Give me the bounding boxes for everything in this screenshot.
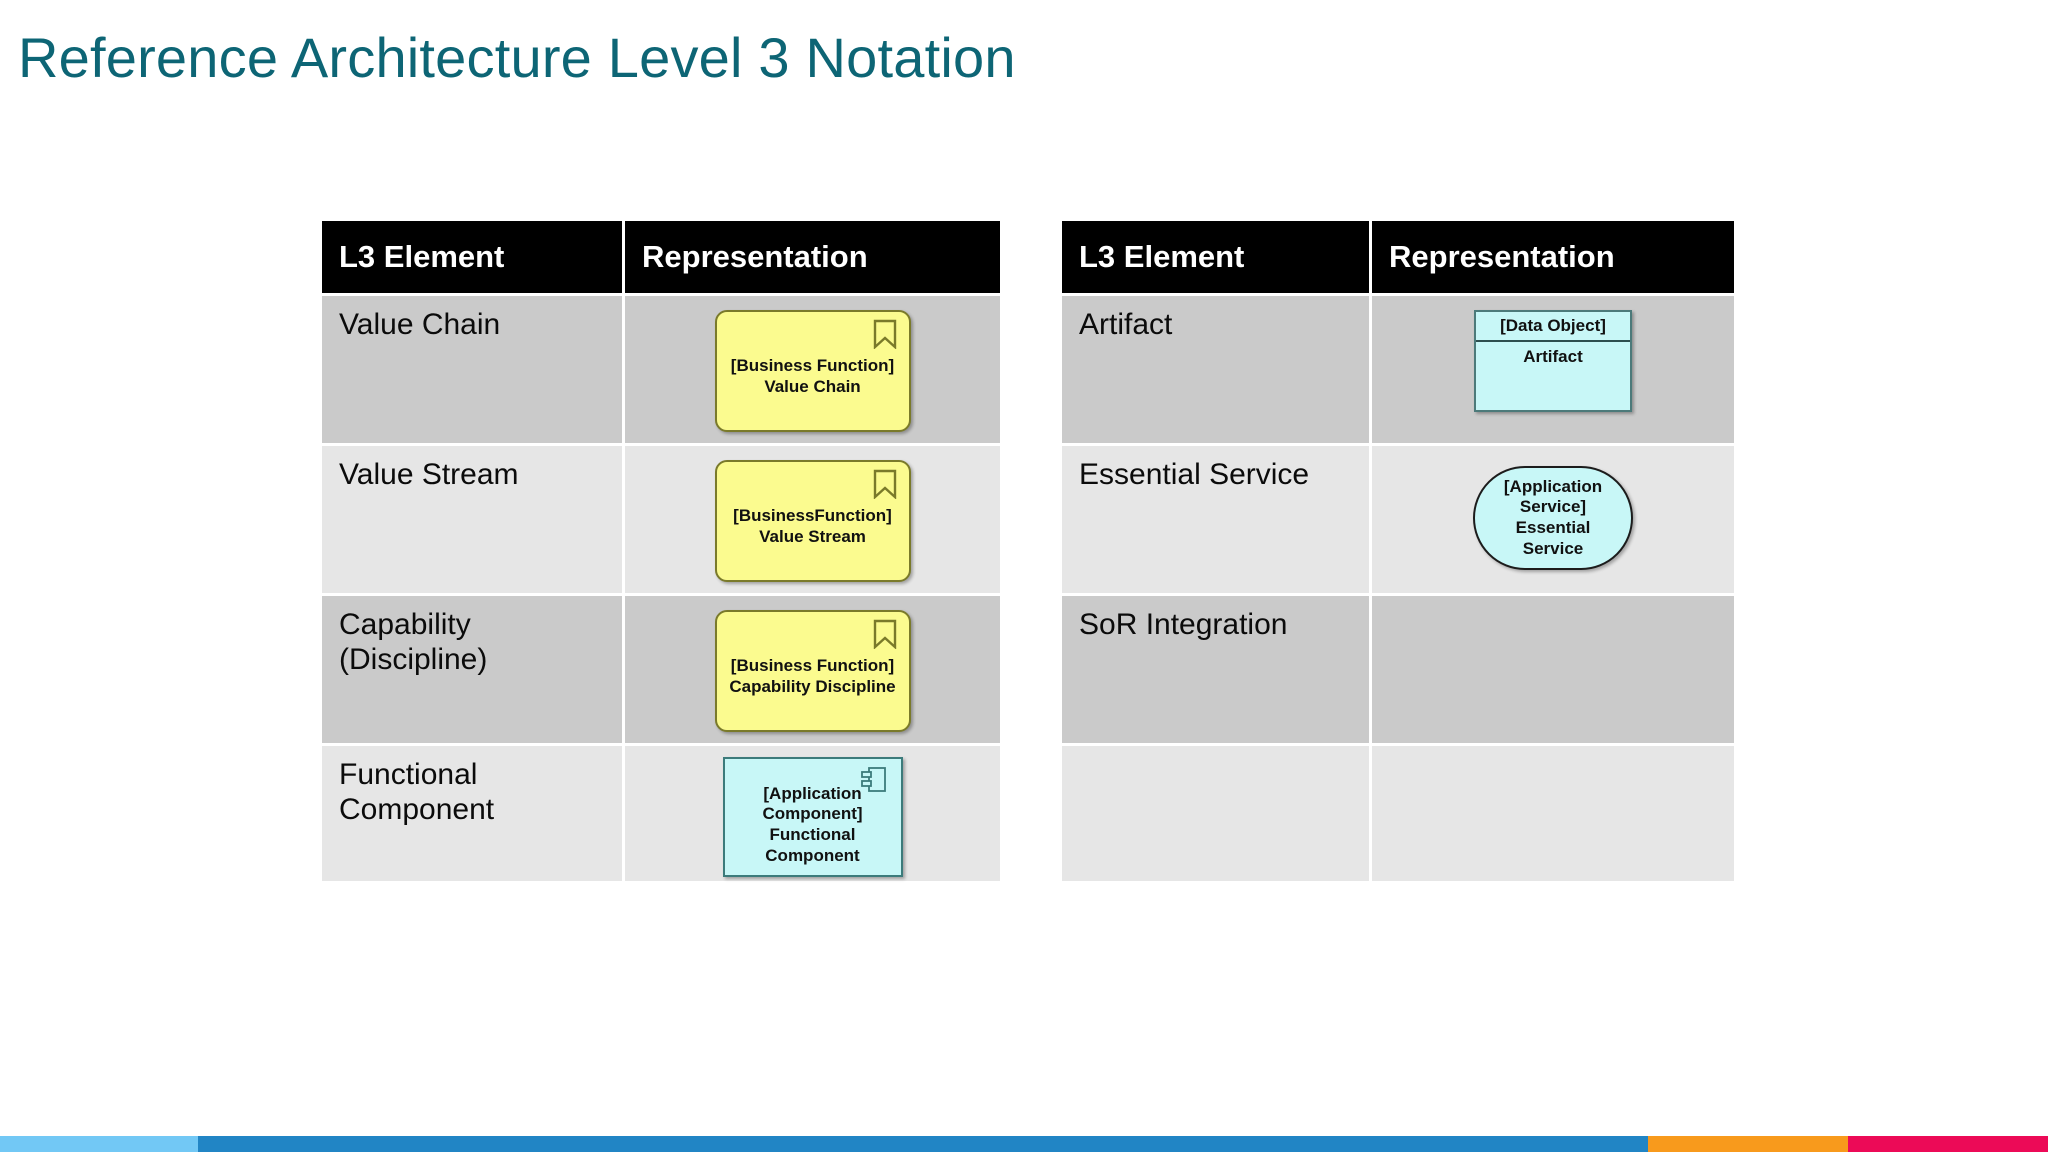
representation-wrapper: [BusinessFunction] Value Stream (625, 446, 1000, 593)
row-label-artifact: Artifact (1062, 296, 1372, 446)
shape-application-component-functional: [Application Component] Functional Compo… (722, 757, 903, 877)
table-row: SoR Integration (1062, 596, 1734, 746)
row-representation-sor-integration (1372, 596, 1734, 746)
shape-label-line-2: Service] Essential (1515, 497, 1591, 537)
table-header-row: L3 Element Representation (322, 221, 1000, 296)
shape-label-line-1: [BusinessFunction] (733, 506, 892, 526)
accent-segment-pink (1848, 1136, 2048, 1152)
table-left-header: L3 Element Representation (322, 221, 1000, 296)
shape-label-line-4: Component (765, 845, 860, 865)
page-title: Reference Architecture Level 3 Notation (18, 26, 1016, 89)
shape-label-line-2: Capability Discipline (729, 677, 896, 696)
row-representation-artifact: [Data Object] Artifact (1372, 296, 1734, 446)
table-left-body: Value Chain [Business Function] Value Ch… (322, 296, 1000, 881)
row-label-line-2: (Discipline) (339, 642, 488, 676)
row-representation-value-chain: [Business Function] Value Chain (625, 296, 1000, 446)
column-header-representation: Representation (625, 221, 1000, 296)
row-label-functional-component: Functional Component (322, 746, 625, 881)
business-function-icon (873, 319, 896, 349)
data-object-body: Artifact (1476, 342, 1630, 368)
row-label-line-1: Functional (339, 758, 478, 791)
shape-label-line-2: Value Chain (764, 377, 861, 396)
representation-wrapper: [Application Component] Functional Compo… (625, 746, 1000, 881)
table-row (1062, 746, 1734, 881)
row-label-empty (1062, 746, 1372, 881)
notation-table-right: L3 Element Representation Artifact [Data… (1062, 221, 1734, 881)
business-function-icon (873, 619, 896, 649)
shape-label-line-2: Component] (762, 804, 863, 824)
shape-label-line-1: [Business Function] (730, 356, 895, 376)
row-label-line-1: Capability (339, 608, 471, 641)
business-function-icon (873, 469, 896, 499)
representation-wrapper-empty (1372, 746, 1734, 881)
row-representation-functional-component: [Application Component] Functional Compo… (625, 746, 1000, 881)
accent-segment-blue (198, 1136, 1648, 1152)
bottom-accent-bar (0, 1136, 2048, 1152)
row-label-line-2: Component (339, 792, 495, 826)
row-representation-capability-discipline: [Business Function] Capability Disciplin… (625, 596, 1000, 746)
representation-wrapper: [Data Object] Artifact (1372, 296, 1734, 443)
row-label-sor-integration: SoR Integration (1062, 596, 1372, 746)
application-component-icon (860, 767, 886, 792)
representation-wrapper: [Business Function] Value Chain (625, 296, 1000, 443)
table-right-body: Artifact [Data Object] Artifact Essentia… (1062, 296, 1734, 881)
row-label-value-chain: Value Chain (322, 296, 625, 446)
representation-wrapper: [Application Service] Essential Service (1372, 446, 1734, 593)
shape-application-service-essential: [Application Service] Essential Service (1473, 466, 1633, 570)
shape-label-line-1: [Application (1503, 476, 1603, 496)
shape-label-band: [Data Object] (1500, 315, 1606, 335)
representation-wrapper-empty (1372, 596, 1734, 743)
shape-label-line-1: [Business Function] (730, 656, 895, 676)
accent-segment-orange (1648, 1136, 1848, 1152)
column-header-l3-element: L3 Element (1062, 221, 1372, 296)
shape-label-line-3: Service (1522, 538, 1584, 558)
shape-label-line-3: Functional (769, 825, 856, 844)
row-representation-value-stream: [BusinessFunction] Value Stream (625, 446, 1000, 596)
table-header-row: L3 Element Representation (1062, 221, 1734, 296)
row-representation-essential-service: [Application Service] Essential Service (1372, 446, 1734, 596)
shape-data-object-artifact: [Data Object] Artifact (1474, 310, 1632, 412)
shape-business-function-capability: [Business Function] Capability Disciplin… (714, 610, 911, 732)
table-row: Capability (Discipline) [Business Functi… (322, 596, 1000, 746)
shape-label-body: Artifact (1523, 347, 1583, 366)
row-label-value-stream: Value Stream (322, 446, 625, 596)
table-row: Value Chain [Business Function] Value Ch… (322, 296, 1000, 446)
column-header-l3-element: L3 Element (322, 221, 625, 296)
table-row: Functional Component [Application Compon… (322, 746, 1000, 881)
notation-table-left: L3 Element Representation Value Chain [B… (322, 221, 1000, 881)
shape-business-function-value-stream: [BusinessFunction] Value Stream (714, 460, 911, 582)
table-row: Artifact [Data Object] Artifact (1062, 296, 1734, 446)
shape-label-line-1: [Application (763, 783, 862, 803)
table-right-header: L3 Element Representation (1062, 221, 1734, 296)
table-row: Value Stream [BusinessFunction] Value St… (322, 446, 1000, 596)
data-object-icon: [Data Object] (1476, 312, 1630, 342)
representation-wrapper: [Business Function] Capability Disciplin… (625, 596, 1000, 743)
row-label-essential-service: Essential Service (1062, 446, 1372, 596)
column-header-representation: Representation (1372, 221, 1734, 296)
accent-segment-light-blue (0, 1136, 198, 1152)
row-representation-empty (1372, 746, 1734, 881)
shape-label-line-2: Value Stream (759, 527, 866, 546)
shape-business-function-value-chain: [Business Function] Value Chain (714, 310, 911, 432)
row-label-capability-discipline: Capability (Discipline) (322, 596, 625, 746)
table-row: Essential Service [Application Service] … (1062, 446, 1734, 596)
